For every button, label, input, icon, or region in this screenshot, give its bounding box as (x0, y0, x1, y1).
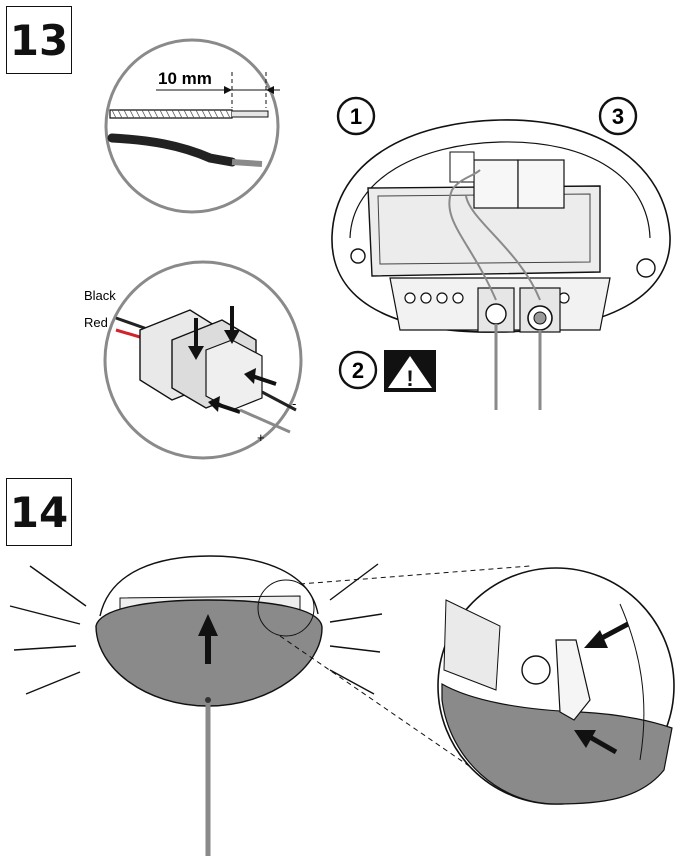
warning-icon: ! (384, 350, 436, 392)
measure-label: 10 mm (158, 69, 212, 88)
step-14-label: 14 (6, 478, 72, 546)
callout-3: 3 (598, 96, 638, 136)
fixture-closing-view (9, 555, 531, 856)
step-14-number: 14 (9, 487, 69, 537)
black-wire-label: Black (84, 288, 116, 303)
callout-2-number: 2 (352, 358, 364, 383)
step-13-number: 13 (9, 15, 69, 65)
clip-detail (437, 567, 675, 805)
callout-2: 2 (338, 350, 378, 390)
minus-label: - (292, 396, 296, 411)
wire-strip-detail: 10 mm (104, 38, 280, 214)
warning-symbol: ! (406, 366, 413, 391)
plus-label: + (257, 430, 265, 445)
red-wire-label: Red (84, 315, 108, 330)
callout-1-number: 1 (350, 104, 362, 129)
callout-1: 1 (336, 96, 376, 136)
connector-detail: Black Red - + (84, 260, 303, 460)
step-13-label: 13 (6, 6, 72, 74)
callout-3-number: 3 (612, 104, 624, 129)
fixture-open-view (331, 119, 671, 410)
